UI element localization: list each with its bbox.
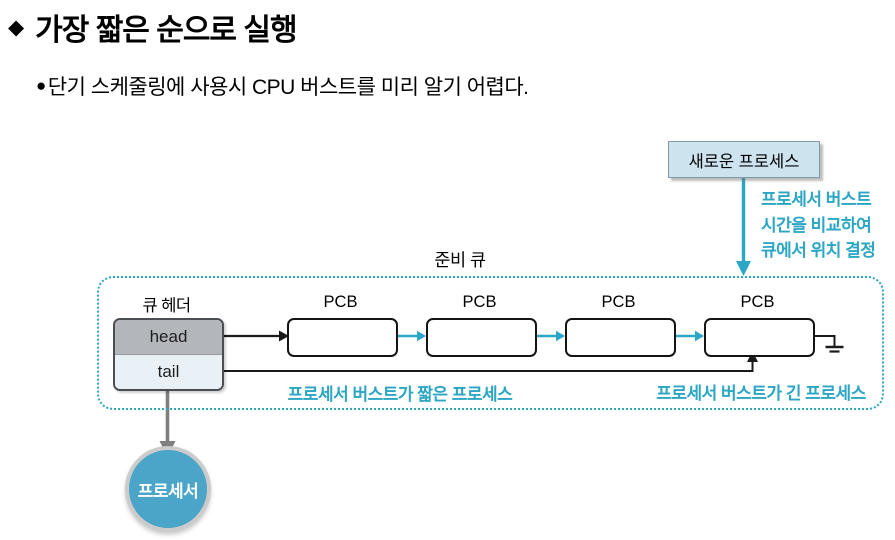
pcb-node	[565, 318, 676, 357]
queue-header-node: head tail	[113, 318, 224, 391]
pcb-node	[426, 318, 537, 357]
bullet-point: ● 단기 스케줄링에 사용시 CPU 버스트를 미리 알기 어렵다.	[36, 71, 529, 101]
burst-annotation-line3: 큐에서 위치 결정	[761, 241, 876, 260]
ready-queue-boundary	[97, 276, 884, 410]
long-burst-caption: 프로세서 버스트가 긴 프로세스	[656, 384, 866, 403]
pcb-node	[704, 318, 815, 357]
tail-cell: tail	[115, 355, 222, 389]
queue-header-label: 큐 헤더	[142, 297, 191, 315]
burst-annotation: 프로세서 버스트 시간을 비교하여 큐에서 위치 결정	[761, 187, 876, 264]
pcb3-label: PCB	[601, 293, 636, 311]
burst-annotation-line1: 프로세서 버스트	[761, 190, 872, 209]
page-title: ◆ 가장 짧은 순으로 실행	[8, 5, 298, 49]
new-process-down-arrow	[736, 177, 751, 276]
pcb2-label: PCB	[462, 293, 497, 311]
processor-node: 프로세서	[125, 446, 211, 532]
pcb4-label: PCB	[740, 293, 775, 311]
ready-queue-label: 준비 큐	[434, 250, 486, 270]
pcb1-label: PCB	[323, 293, 358, 311]
diamond-bullet-icon: ◆	[8, 15, 25, 39]
new-process-node: 새로운 프로세스	[668, 141, 820, 178]
bullet-text: 단기 스케줄링에 사용시 CPU 버스트를 미리 알기 어렵다.	[47, 76, 529, 99]
new-process-label: 새로운 프로세스	[688, 152, 800, 171]
short-burst-caption: 프로세서 버스트가 짧은 프로세스	[287, 385, 513, 404]
page-title-text: 가장 짧은 순으로 실행	[35, 14, 297, 47]
pcb-node	[287, 318, 398, 357]
head-cell: head	[115, 320, 222, 355]
burst-annotation-line2: 시간을 비교하여	[761, 215, 872, 235]
circle-bullet-icon: ●	[36, 76, 46, 95]
processor-label: 프로세서	[137, 481, 199, 501]
